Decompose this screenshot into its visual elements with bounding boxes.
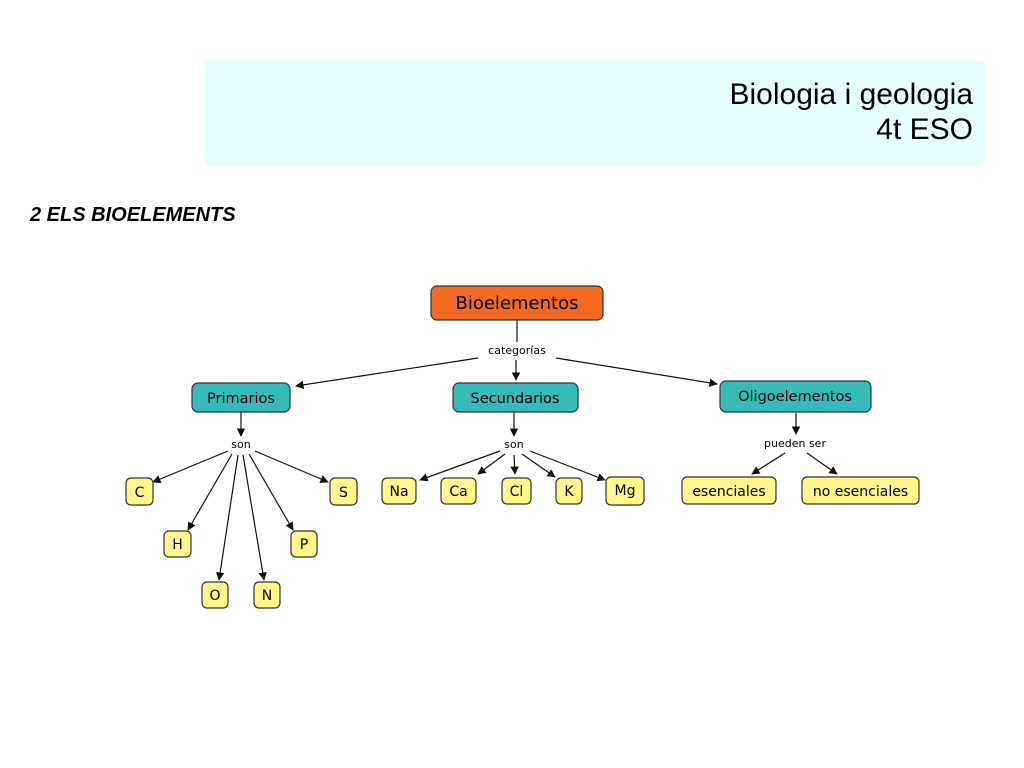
node-na: Na (381, 477, 417, 505)
connector-to-no-esenciales (806, 452, 838, 475)
node-cl-label: Cl (510, 484, 524, 500)
node-secundarios: Secundarios (452, 382, 579, 413)
connector-to-primarios (295, 357, 479, 390)
connector-to-esenciales (751, 452, 786, 475)
course-title-line1: Biologia i geologia (729, 78, 973, 111)
connector-to-s (254, 450, 329, 483)
node-o: O (201, 581, 229, 609)
node-s: S (329, 477, 358, 506)
connector-to-mg (529, 450, 606, 482)
node-ca-label: Ca (449, 484, 467, 500)
node-p: P (290, 530, 318, 558)
connector-lines (152, 320, 838, 581)
node-k-label: K (564, 484, 574, 500)
connector-to-h (187, 453, 233, 531)
node-secundarios-label: Secundarios (471, 391, 560, 407)
course-title-line2: 4t ESO (876, 113, 973, 146)
node-h: H (163, 530, 192, 558)
node-bioelementos: Bioelementos (430, 285, 604, 321)
node-h-label: H (172, 537, 183, 553)
node-na-label: Na (389, 484, 408, 500)
node-o-label: O (209, 588, 220, 604)
node-no-esenciales-label: no esenciales (813, 484, 908, 500)
node-no-esenciales: no esenciales (801, 476, 920, 505)
connector-to-na (419, 450, 501, 482)
link-label-primarios-son: son (231, 438, 250, 451)
node-oligoelementos: Oligoelementos (719, 380, 872, 413)
node-cl: Cl (501, 477, 532, 505)
node-primarios: Primarios (191, 382, 291, 413)
node-n: N (253, 581, 281, 609)
connector-to-k (521, 453, 556, 478)
node-n-label: N (262, 588, 272, 604)
connector-to-o (215, 454, 239, 581)
node-oligoelementos-label: Oligoelementos (738, 389, 852, 405)
node-esenciales-label: esenciales (692, 484, 765, 500)
section-heading: 2 ELS BIOELEMENTS (30, 204, 236, 226)
node-mg-label: Mg (615, 483, 636, 499)
node-k: K (555, 477, 583, 505)
node-mg: Mg (605, 476, 645, 506)
header-band: Biologia i geologia 4t ESO (205, 61, 985, 165)
node-bioelementos-label: Bioelementos (456, 293, 579, 314)
connector-to-ca (477, 453, 506, 475)
course-title: Biologia i geologia 4t ESO (729, 77, 973, 147)
connector-to-c (152, 450, 229, 483)
node-c-label: C (135, 485, 145, 501)
link-label-secundarios-son: son (504, 438, 523, 451)
connector-to-cl (510, 454, 519, 475)
node-c: C (125, 477, 154, 506)
node-ca: Ca (440, 477, 477, 505)
node-p-label: P (300, 537, 308, 553)
link-label-categorias: categorías (488, 344, 546, 357)
link-label-pueden-ser: pueden ser (764, 437, 826, 450)
node-primarios-label: Primarios (207, 391, 275, 407)
connector-to-oligoelementos (555, 357, 718, 387)
node-esenciales: esenciales (681, 476, 777, 505)
node-s-label: S (339, 485, 348, 501)
connector-to-p (248, 453, 294, 531)
connector-to-n (242, 454, 267, 581)
